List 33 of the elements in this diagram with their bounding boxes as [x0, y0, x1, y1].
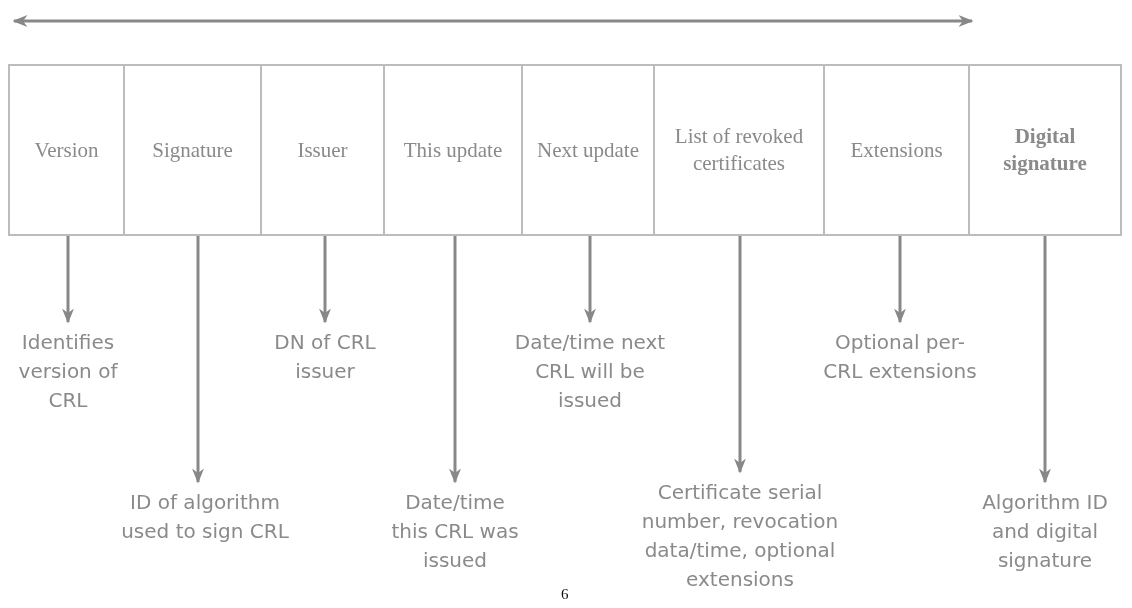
table-cell — [521, 64, 655, 236]
table-cell — [260, 64, 385, 236]
arrow — [584, 236, 596, 324]
field-name: Next update — [535, 136, 640, 164]
arrow — [894, 236, 906, 324]
field-description: Algorithm ID and digital signature — [981, 489, 1109, 574]
table-cell — [968, 64, 1122, 236]
field-description: Date/time next CRL will be issued — [513, 329, 667, 414]
table-cell — [8, 64, 125, 236]
field-name: Signature — [151, 136, 234, 164]
arrow — [1039, 236, 1051, 484]
field-name: List of revoked certificates — [673, 123, 805, 177]
arrow — [734, 236, 746, 474]
field-description: Date/time this CRL was issued — [390, 489, 520, 574]
arrow — [449, 236, 461, 484]
field-description: ID of algorithm used to sign CRL — [120, 489, 290, 545]
field-description: Certificate serial number, revocation data/time, optional extensions — [640, 479, 840, 593]
field-name: Digital signature — [1002, 123, 1088, 177]
field-name: Version — [33, 136, 100, 164]
field-description: Optional per-CRL extensions — [822, 329, 978, 385]
arrow — [62, 236, 74, 324]
table-cell — [383, 64, 523, 236]
arrow — [319, 236, 331, 324]
table-cell — [823, 64, 970, 236]
arrow — [192, 236, 204, 484]
field-description: DN of CRL issuer — [273, 329, 377, 385]
field-name: This update — [402, 136, 504, 164]
table-cell — [123, 64, 262, 236]
field-description: Identifies version of CRL — [17, 329, 119, 414]
field-name: Extensions — [849, 136, 944, 164]
page-number: 6 — [561, 586, 569, 603]
table-cell — [653, 64, 825, 236]
field-name: Issuer — [296, 136, 349, 164]
